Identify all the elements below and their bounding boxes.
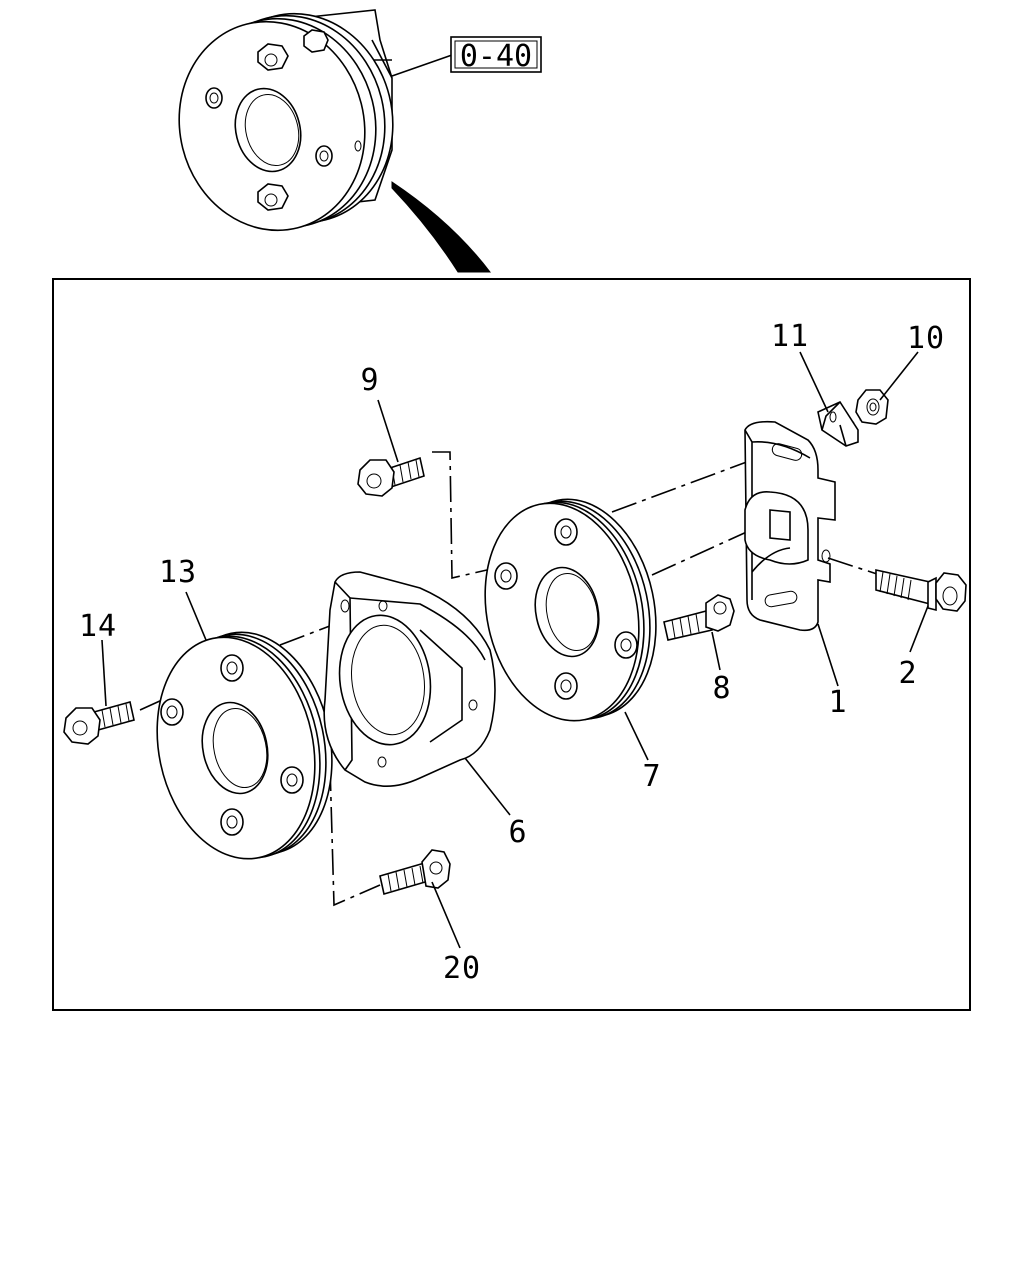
reference-code: 0-40 (460, 39, 532, 74)
part-label-20: 20 (443, 951, 481, 986)
part-label-6: 6 (508, 815, 527, 850)
part-label-8: 8 (712, 671, 731, 706)
bracket-1 (744, 420, 836, 632)
leader-lines (101, 351, 929, 949)
flange-disc-7 (484, 498, 657, 722)
assembled-bolt-heads (257, 29, 329, 211)
part-label-1: 1 (828, 685, 847, 720)
bolt-8 (663, 594, 735, 641)
bolt-14 (63, 701, 135, 745)
nut-10 (855, 389, 889, 425)
reference-tag: 0-40 (391, 36, 542, 77)
flange-bolt-2 (875, 569, 967, 612)
detail-frame (52, 278, 971, 1011)
part-label-10: 10 (907, 321, 945, 356)
part-label-11: 11 (771, 319, 809, 354)
hub-adapter-6 (323, 571, 496, 787)
flange-disc-13 (156, 631, 333, 860)
assembled-coupling-view (178, 9, 394, 232)
part-label-7: 7 (642, 759, 661, 794)
part-label-14: 14 (79, 609, 117, 644)
part-label-9: 9 (360, 363, 379, 398)
clip-washer-11 (817, 400, 859, 447)
bolt-9 (357, 456, 425, 497)
bolt-20 (379, 849, 451, 896)
detail-callout-arrow (391, 181, 492, 273)
part-label-13: 13 (159, 555, 197, 590)
part-label-2: 2 (898, 656, 917, 691)
